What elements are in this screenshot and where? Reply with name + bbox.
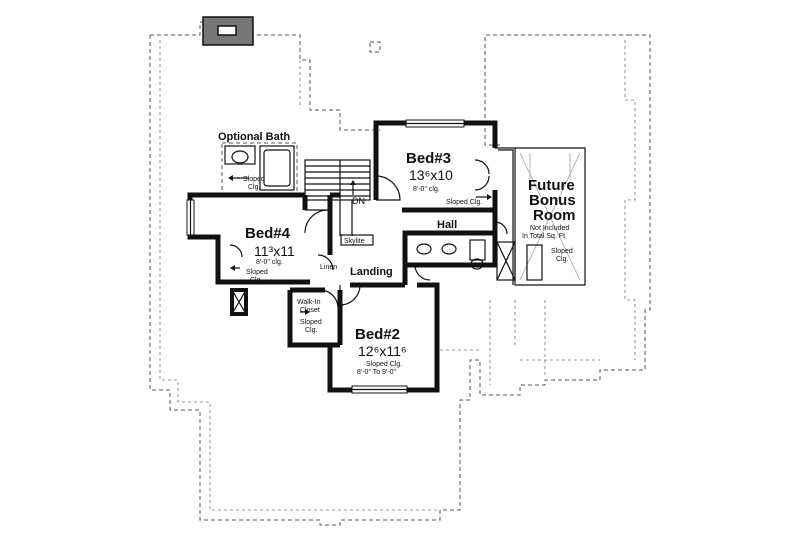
bed2-ceiling-range: 8'-0" To 9'-0" <box>357 369 397 376</box>
bed4-clg: Clg. <box>250 277 263 284</box>
sloped-arrows <box>228 175 492 315</box>
bonus-note-line1: Not Included <box>530 225 569 232</box>
bath-sloped-label: Sloped <box>243 176 265 183</box>
bonus-note-line2: In Total Sq. Ft. <box>522 233 567 240</box>
bed4-size: 11³x11 <box>254 243 295 259</box>
walkin-label-line2: Closet <box>300 307 320 314</box>
bed2-size: 12⁶x11⁶ <box>358 343 407 359</box>
landing-label: Landing <box>350 266 393 278</box>
bed2-name: Bed#2 <box>355 326 400 343</box>
bonus-name-line1: Future <box>528 177 575 194</box>
bed3-sloped: Sloped Clg. <box>446 199 482 206</box>
bonus-name-line2: Bonus <box>529 192 576 209</box>
bed4-sloped: Sloped <box>246 269 268 276</box>
bed4-name: Bed#4 <box>245 225 291 242</box>
bonus-name-line3: Room <box>533 207 576 224</box>
optional-bath-label: Optional Bath <box>218 131 290 143</box>
bed3-size: 13⁶x10 <box>409 167 453 183</box>
bonus-room-walls <box>495 147 586 286</box>
hall-label: Hall <box>437 219 457 231</box>
bed3-name: Bed#3 <box>406 150 451 167</box>
bonus-sloped: Sloped <box>551 248 573 255</box>
bed3-ceiling: 8'-0" clg. <box>413 186 440 193</box>
windows <box>186 119 465 394</box>
closet-sloped: Sloped <box>300 319 322 326</box>
skylite-label: Skylite <box>344 238 365 245</box>
bath-clg-label: Clg. <box>248 184 261 191</box>
bonus-clg: Clg. <box>556 256 569 263</box>
chimney <box>202 16 254 46</box>
chase-boxes <box>230 234 374 316</box>
walkin-label-line1: Walk-In <box>297 299 321 306</box>
closet-clg: Clg. <box>305 327 318 334</box>
linen-label: Linen <box>320 264 337 271</box>
bed4-ceiling: 8'-0" clg. <box>256 259 283 266</box>
bed2-ceiling: Sloped Clg. <box>366 361 402 368</box>
bath-fixtures <box>416 239 486 270</box>
dn-label: DN <box>352 196 365 206</box>
lower-level-outline <box>149 21 651 526</box>
door-swings <box>229 159 508 309</box>
